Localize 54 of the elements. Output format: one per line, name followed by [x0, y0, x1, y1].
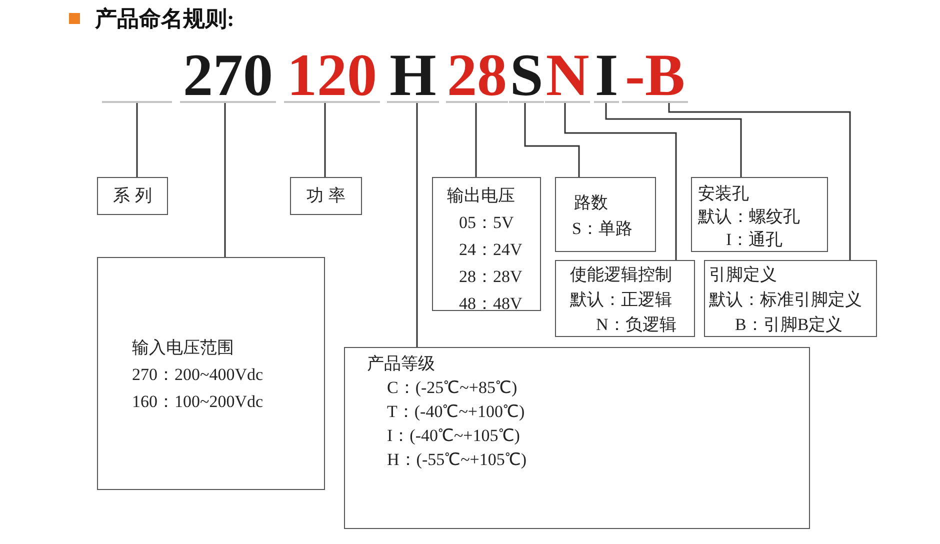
description-box: [344, 347, 810, 529]
label-text: 系列: [112, 186, 158, 206]
option-text: I：(-40℃~+105℃): [387, 426, 520, 446]
description-box: [691, 177, 828, 252]
description-box: [555, 177, 656, 252]
leader-line: [224, 103, 226, 257]
leader-line: [524, 103, 580, 177]
heading-text: 产品等级: [367, 354, 435, 374]
option-text: 默认：正逻辑: [570, 290, 672, 310]
description-box: [97, 177, 168, 215]
heading-text: 路数: [574, 193, 608, 213]
option-text: 270：200~400Vdc: [132, 365, 264, 385]
description-box: [704, 260, 877, 337]
code-segment: -B: [622, 50, 688, 103]
description-box: [97, 257, 325, 490]
option-text: 默认：螺纹孔: [698, 207, 800, 227]
option-text: 24：24V: [459, 240, 522, 260]
code-segment: N: [545, 50, 590, 103]
code-segment: S: [509, 50, 544, 103]
heading-text: 使能逻辑控制: [570, 265, 672, 285]
blank-underline: [102, 101, 172, 103]
title: 产品命名规则:: [95, 5, 234, 33]
code-segment: 28: [446, 50, 508, 103]
code-segment: I: [594, 50, 619, 103]
heading-text: 引脚定义: [709, 265, 777, 285]
heading-text: 输出电压: [447, 186, 515, 206]
option-text: S：单路: [572, 219, 632, 239]
leader-line: [605, 103, 742, 177]
leader-line: [416, 103, 418, 347]
description-box: [290, 177, 362, 215]
label-text: 功率: [306, 186, 351, 206]
option-text: 28：28V: [459, 267, 522, 287]
leader-line: [475, 103, 477, 177]
code-segment: 120: [284, 50, 380, 103]
option-text: I：通孔: [726, 230, 783, 250]
option-text: T：(-40℃~+100℃): [387, 402, 525, 422]
code-segment: 270: [180, 50, 276, 103]
option-text: 05：5V: [459, 213, 514, 233]
code-segment: H: [387, 50, 439, 103]
option-text: 48：48V: [459, 294, 522, 314]
leader-line: [136, 103, 138, 177]
option-text: 160：100~200Vdc: [132, 392, 264, 412]
option-text: H：(-55℃~+105℃): [387, 450, 527, 470]
option-text: B：引脚B定义: [735, 315, 843, 335]
leader-line: [668, 103, 851, 260]
description-box: [432, 177, 541, 311]
heading-text: 安装孔: [698, 184, 749, 204]
option-text: C：(-25℃~+85℃): [387, 378, 518, 398]
option-text: N：负逻辑: [596, 315, 676, 335]
heading-text: 输入电压范围: [132, 338, 234, 358]
leader-line: [324, 103, 326, 177]
description-box: [555, 260, 695, 337]
leader-line: [564, 103, 677, 260]
option-text: 默认：标准引脚定义: [709, 290, 862, 310]
